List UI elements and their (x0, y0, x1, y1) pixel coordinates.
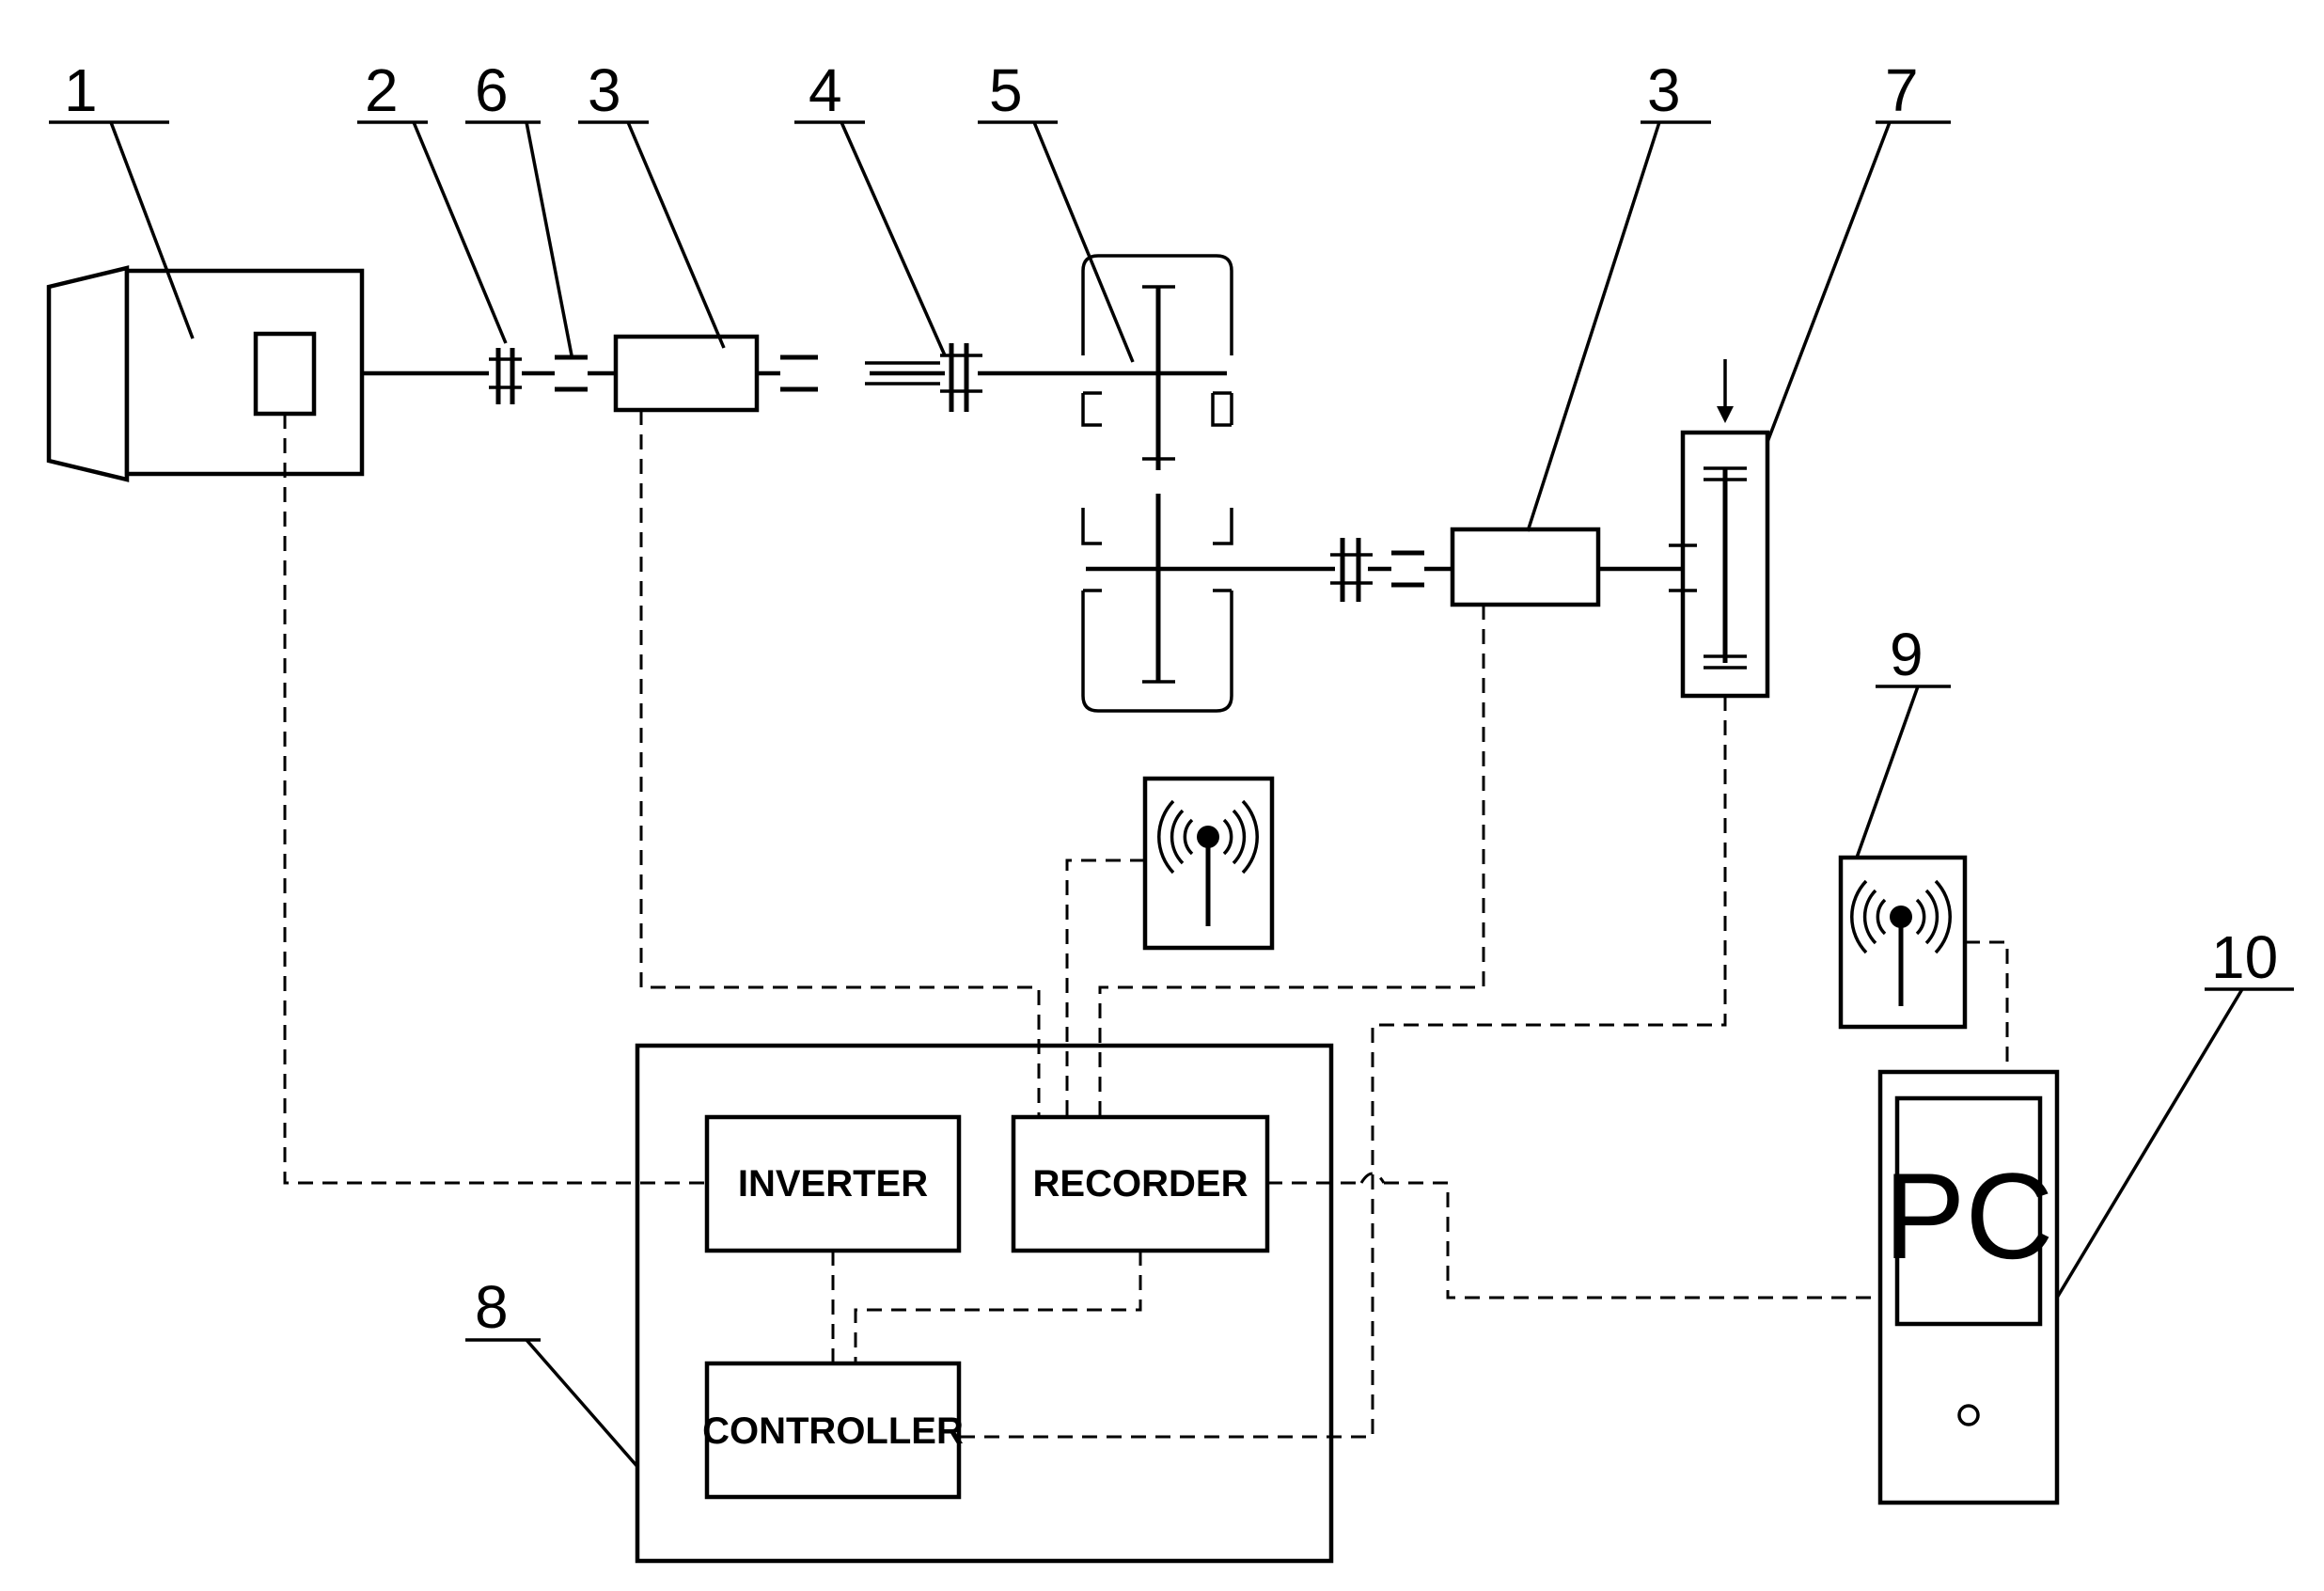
pc-label: PC (1884, 1147, 2054, 1284)
controller-block: CONTROLLER (702, 1361, 964, 1500)
callout-9: 9 (1890, 621, 1924, 688)
signal-wiring (283, 410, 2009, 1439)
callout-2: 2 (365, 56, 399, 124)
bearing (555, 354, 588, 392)
bearing (780, 354, 818, 392)
arrow-down-icon (1717, 359, 1734, 423)
inverter-label: INVERTER (738, 1163, 928, 1205)
coupling (1330, 538, 1373, 602)
electric-motor (46, 265, 365, 482)
part-callouts: 1 2 6 3 4 5 3 7 9 10 8 (49, 56, 2294, 1471)
flexible-coupling (865, 343, 982, 412)
coupling (489, 348, 522, 404)
callout-7: 7 (1885, 56, 1919, 124)
callout-3-left: 3 (588, 56, 621, 124)
callout-10: 10 (2211, 923, 2278, 991)
power-button-icon (1957, 1404, 1980, 1426)
pc-computer: PC (1877, 1069, 2060, 1505)
wireless-receiver (1838, 855, 1968, 1030)
callout-4: 4 (809, 56, 842, 124)
gearbox (1081, 254, 1233, 713)
callout-1: 1 (64, 56, 98, 124)
recorder-label: RECORDER (1033, 1163, 1248, 1205)
bearing (1391, 550, 1424, 588)
callout-6: 6 (475, 56, 509, 124)
wireless-antenna-icon (1850, 879, 1952, 1006)
magnetic-powder-brake (1669, 430, 1770, 699)
controller-label: CONTROLLER (702, 1410, 964, 1452)
inverter-block: INVERTER (704, 1114, 962, 1253)
wireless-transmitter (1142, 776, 1275, 951)
torque-sensor (1450, 527, 1601, 607)
torque-sensor (613, 334, 760, 413)
recorder-block: RECORDER (1011, 1114, 1270, 1253)
callout-5: 5 (989, 56, 1023, 124)
wireless-antenna-icon (1157, 799, 1259, 926)
callout-8: 8 (475, 1273, 509, 1341)
callout-3-right: 3 (1647, 56, 1681, 124)
